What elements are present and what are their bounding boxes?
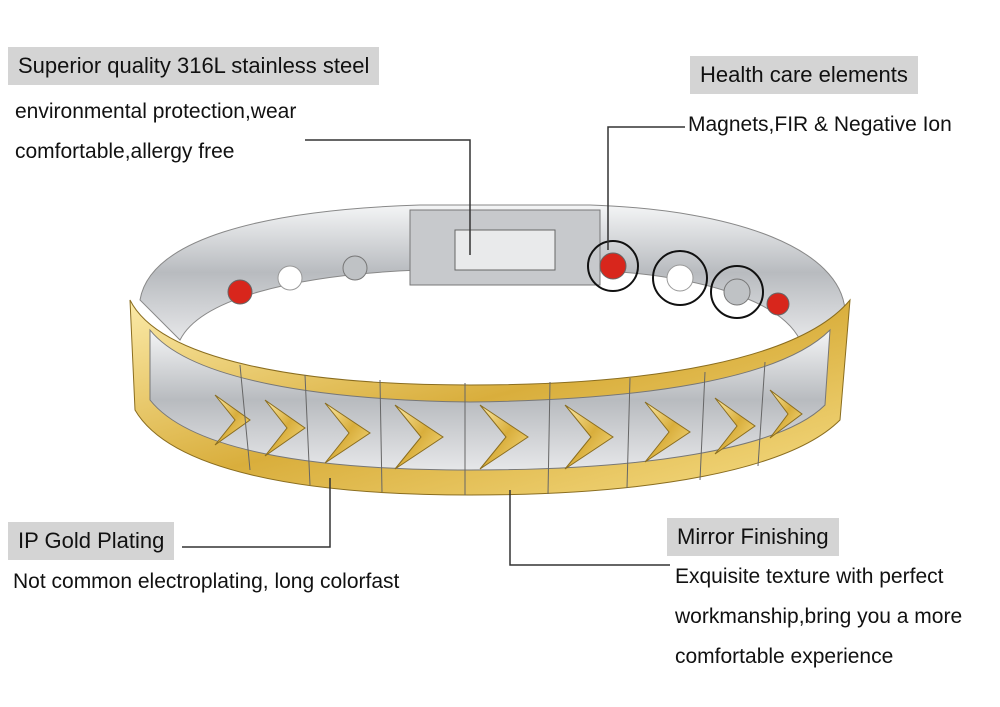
health-description: Magnets,FIR & Negative Ion xyxy=(688,105,952,145)
mirror-title: Mirror Finishing xyxy=(667,518,839,556)
mirror-leader-line xyxy=(509,490,670,566)
health-title: Health care elements xyxy=(690,56,918,94)
mirror-description-line-1: Exquisite texture with perfect xyxy=(675,565,944,588)
steel-leader-line xyxy=(305,139,471,255)
mirror-description: Exquisite texture with perfect workmansh… xyxy=(675,557,962,677)
callout-lines xyxy=(182,126,685,566)
germanium-2 xyxy=(723,278,751,306)
mirror-description-line-3: comfortable experience xyxy=(675,645,894,668)
gold-description: Not common electroplating, long colorfas… xyxy=(13,562,399,602)
steel-title: Superior quality 316L stainless steel xyxy=(8,47,380,85)
ion-white-1 xyxy=(277,265,303,291)
gold-leader-line xyxy=(182,478,331,548)
gold-title: IP Gold Plating xyxy=(8,522,175,560)
health-leader-line xyxy=(607,126,685,250)
gold-description-line-1: Not common electroplating, long colorfas… xyxy=(13,570,400,593)
steel-description-line-1: environmental protection,wear xyxy=(15,100,297,123)
magnet-red-1 xyxy=(227,279,253,305)
mirror-description-line-2: workmanship,bring you a more xyxy=(675,605,963,628)
health-description-line-1: Magnets,FIR & Negative Ion xyxy=(688,113,952,136)
bracelet-front-band xyxy=(129,298,851,496)
ion-white-2 xyxy=(666,264,694,292)
bracelet-back-band xyxy=(139,204,846,341)
magnet-red-3 xyxy=(766,292,790,316)
germanium-1 xyxy=(342,255,368,281)
steel-description: environmental protection,wear comfortabl… xyxy=(15,92,296,172)
steel-description-line-2: comfortable,allergy free xyxy=(15,140,235,163)
magnet-red-2 xyxy=(599,252,627,280)
